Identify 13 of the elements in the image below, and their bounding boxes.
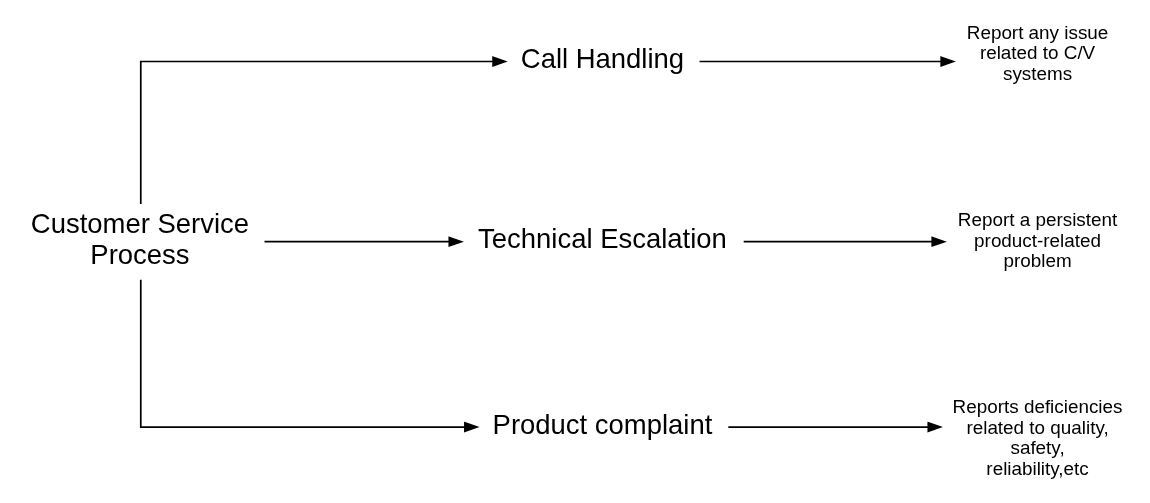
node-text: Reports deficiencies related to quality, safety, reliability,etc <box>952 395 1123 479</box>
node-text: Report a persistent product-related problem <box>957 208 1118 271</box>
arrow <box>698 55 956 67</box>
arrow <box>263 235 464 247</box>
arrow <box>727 421 943 432</box>
arrow <box>742 235 947 247</box>
node-text: Technical Escalation <box>478 222 727 254</box>
node-text: Report any issue related to C/V systems <box>966 21 1109 84</box>
node-text: Product complaint <box>492 408 713 440</box>
arrow <box>139 55 508 205</box>
node-text: Customer Service Process <box>30 207 249 270</box>
node-text: Call Handling <box>520 42 685 74</box>
arrow <box>139 278 480 432</box>
